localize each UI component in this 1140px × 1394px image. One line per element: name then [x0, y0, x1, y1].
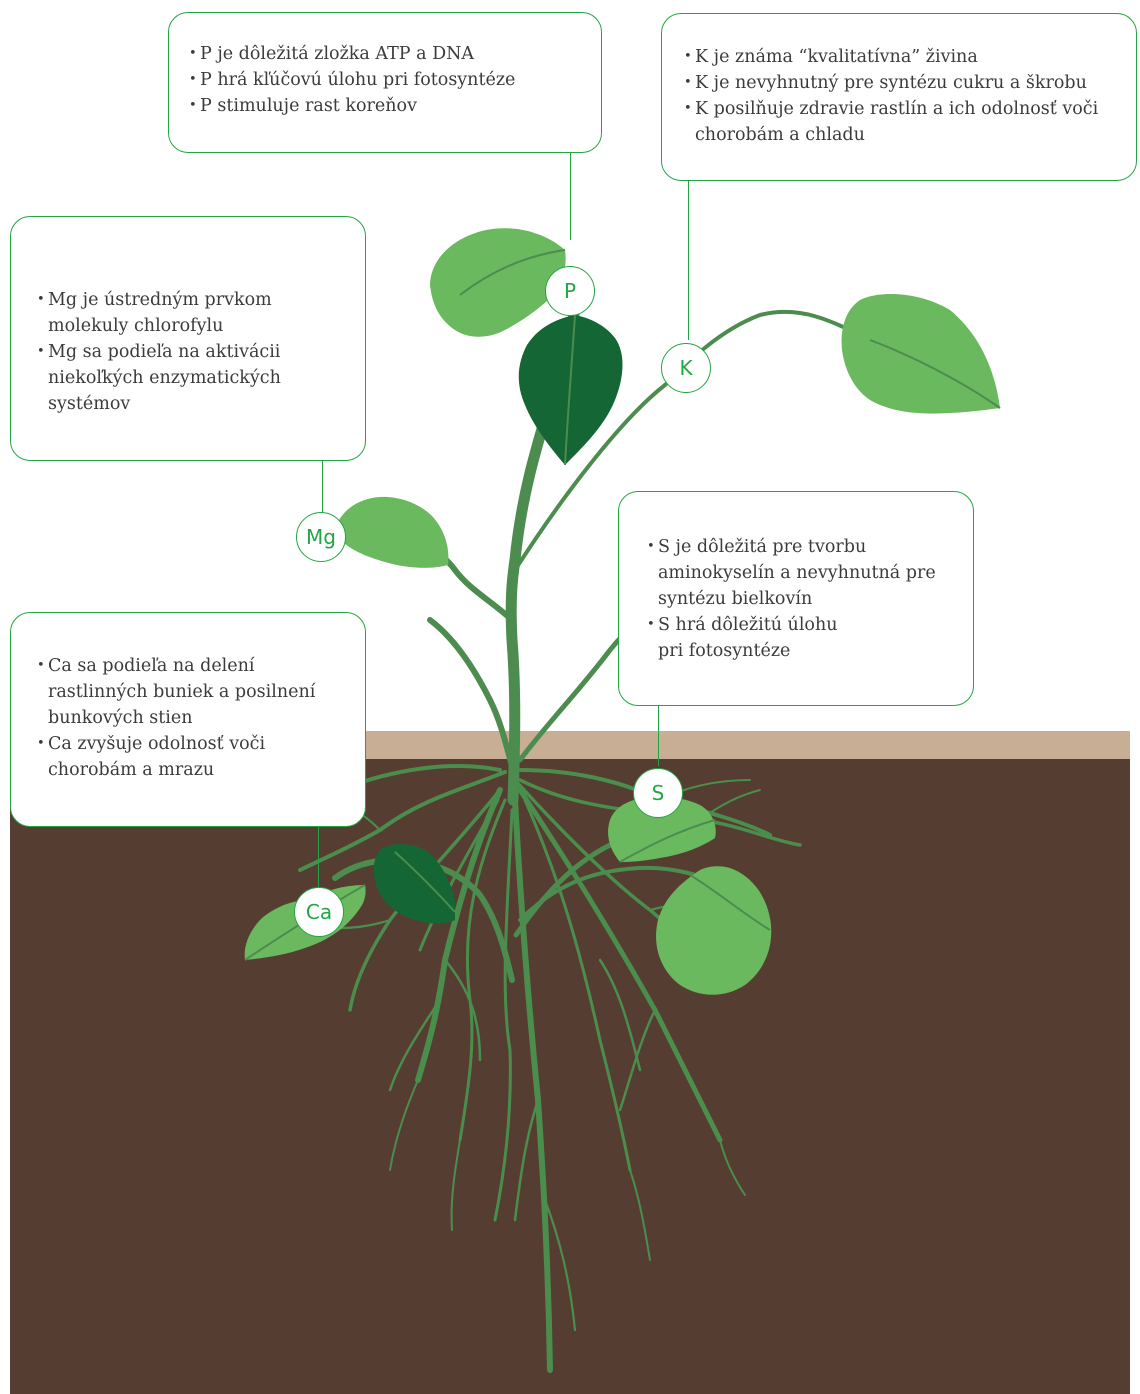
- list-item: Ca sa podieľa na delení rastlinných buni…: [37, 653, 359, 731]
- list-item: P je dôležitá zložka ATP a DNA: [189, 41, 587, 67]
- callout-magnesium: Mg je ústredným prvkom molekuly chlorofy…: [10, 216, 366, 461]
- callout-calcium: Ca sa podieľa na delení rastlinných buni…: [10, 612, 366, 827]
- callout-sulfur: S je dôležitá pre tvorbu aminokyselín a …: [618, 491, 974, 706]
- badge-calcium: Ca: [294, 887, 344, 937]
- connector-p: [570, 152, 571, 240]
- connector-ca: [318, 826, 319, 888]
- list-item: K posilňuje zdravie rastlín a ich odolno…: [684, 96, 1126, 148]
- calcium-points: Ca sa podieľa na delení rastlinných buni…: [37, 653, 359, 783]
- list-item: P stimuluje rast koreňov: [189, 93, 587, 119]
- leaves: [244, 228, 1001, 995]
- list-item: Mg sa podieľa na aktivácii niekoľkých en…: [37, 339, 309, 417]
- badge-magnesium: Mg: [296, 512, 346, 562]
- magnesium-points: Mg je ústredným prvkom molekuly chlorofy…: [37, 287, 309, 417]
- list-item: Mg je ústredným prvkom molekuly chlorofy…: [37, 287, 309, 339]
- badge-sulfur: S: [633, 768, 683, 818]
- callout-potassium: K je známa “kvalitatívna” živina K je ne…: [661, 13, 1137, 181]
- sulfur-points: S je dôležitá pre tvorbu aminokyselín a …: [647, 534, 937, 664]
- badge-potassium: K: [661, 343, 711, 393]
- connector-mg: [322, 460, 323, 512]
- list-item: S je dôležitá pre tvorbu aminokyselín a …: [647, 534, 937, 612]
- list-item: K je nevyhnutný pre syntézu cukru a škro…: [684, 70, 1126, 96]
- badge-phosphorus: P: [545, 266, 595, 316]
- list-item: S hrá dôležitú úlohu pri fotosyntéze: [647, 612, 858, 664]
- list-item: P hrá kľúčovú úlohu pri fotosyntéze: [189, 67, 587, 93]
- phosphorus-points: P je dôležitá zložka ATP a DNA P hrá kľú…: [189, 41, 587, 119]
- connector-k: [688, 180, 689, 340]
- connector-s: [658, 706, 659, 766]
- potassium-points: K je známa “kvalitatívna” živina K je ne…: [684, 44, 1126, 148]
- list-item: Ca zvyšuje odolnosť voči chorobám a mraz…: [37, 731, 328, 783]
- callout-phosphorus: P je dôležitá zložka ATP a DNA P hrá kľú…: [168, 12, 602, 153]
- list-item: K je známa “kvalitatívna” živina: [684, 44, 1126, 70]
